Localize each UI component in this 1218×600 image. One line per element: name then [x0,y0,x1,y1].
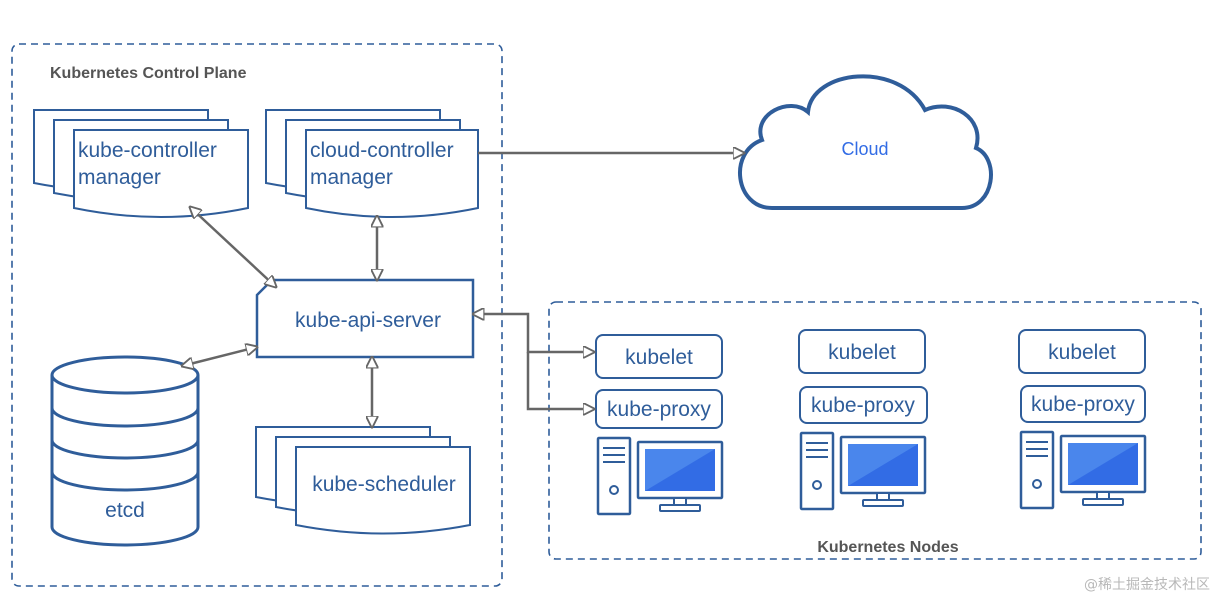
node-3-kube-proxy: kube-proxy [1031,393,1135,416]
node-2-computer-icon [799,431,927,511]
etcd-database: etcd [50,355,200,547]
kube-controller-manager: kube-controller manager [33,109,249,218]
cloud-controller-manager-label-2: manager [310,166,393,189]
node-3-kubelet: kubelet [1048,341,1116,364]
nodes-title: Kubernetes Nodes [817,539,958,556]
node-2-kube-proxy: kube-proxy [811,394,915,417]
arrow-controller-api [190,207,276,287]
control-plane-title: Kubernetes Control Plane [50,65,247,82]
nodes-frame [548,301,1202,560]
kube-controller-manager-label-2: manager [78,166,161,189]
kube-controller-manager-label-1: kube-controller [78,139,217,162]
node-1-computer-icon [596,436,724,516]
kube-api-server: kube-api-server [255,278,475,359]
node-3: kubelet kube-proxy [1018,329,1147,510]
arrow-api-kubelet [473,314,594,352]
node-1: kubelet kube-proxy [595,334,724,516]
kube-api-server-label: kube-api-server [295,309,441,332]
arrow-etcd-api [182,347,257,366]
node-3-computer-icon [1019,430,1147,510]
cloud-label: Cloud [841,139,888,159]
watermark: @稀土掘金技术社区 [1084,577,1210,593]
kube-scheduler-label: kube-scheduler [312,473,456,496]
node-1-kubelet: kubelet [625,346,693,369]
etcd-label: etcd [105,499,145,522]
cloud-controller-manager: cloud-controller manager [265,109,479,218]
arrow-api-kube-proxy [526,352,594,409]
cloud: Cloud [738,74,993,210]
node-2-kubelet: kubelet [828,341,896,364]
node-1-kube-proxy: kube-proxy [607,398,711,421]
kube-scheduler: kube-scheduler [255,426,471,535]
cloud-controller-manager-label-1: cloud-controller [310,139,454,162]
node-2: kubelet kube-proxy [798,329,928,511]
